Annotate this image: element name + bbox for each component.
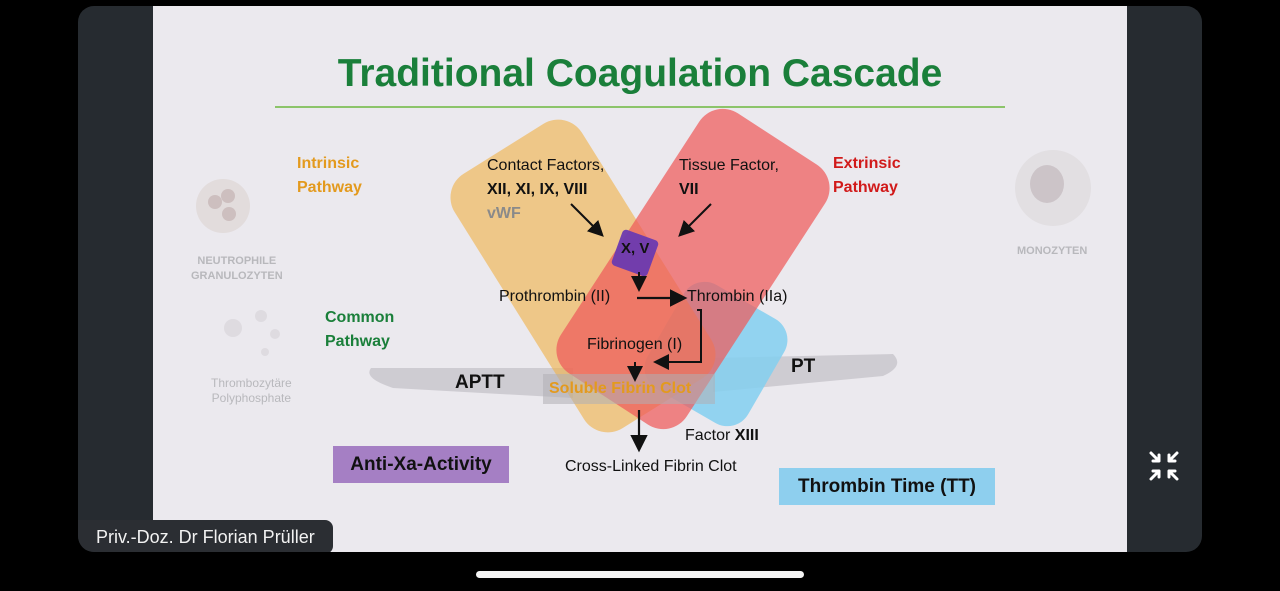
- xv-label: X, V: [621, 240, 650, 257]
- common-pathway-label: Common Pathway: [325, 309, 395, 350]
- contact-factors-label: Contact Factors, XII, XI, IX, VIII vWF: [487, 157, 605, 222]
- thrombin-label: Thrombin (IIa): [687, 288, 788, 305]
- cross-linked-fibrin-clot-label: Cross-Linked Fibrin Clot: [565, 458, 737, 475]
- fibrinogen-label: Fibrinogen (I): [587, 336, 683, 353]
- neutrophil-cell-icon: [196, 179, 250, 233]
- extrinsic-pathway-label: Extrinsic Pathway: [833, 155, 901, 196]
- neutrophile-label: NEUTROPHILE GRANULOZYTEN: [191, 255, 283, 282]
- tissue-factor-label: Tissue Factor, VII: [679, 157, 779, 198]
- platelet-icon: [224, 310, 280, 356]
- prothrombin-label: Prothrombin (II): [499, 288, 611, 305]
- video-screen: Traditional Coagulation Cascade NEUTROPH…: [78, 6, 1202, 552]
- soluble-fibrin-clot-label: Soluble Fibrin Clot: [549, 380, 692, 397]
- thrombozytaere-label: Thrombozytäre Polyphosphate: [211, 376, 292, 405]
- xv-box: [611, 229, 659, 277]
- aptt-label: APTT: [455, 372, 505, 393]
- monozyten-label: MONOZYTEN: [1017, 245, 1088, 257]
- speaker-caption: Priv.-Doz. Dr Florian Prüller: [78, 520, 333, 552]
- cascade-diagram: [369, 108, 898, 453]
- extrinsic-region: [556, 108, 830, 430]
- thrombin-time-box: Thrombin Time (TT): [779, 468, 995, 505]
- aptt-shadow: [369, 368, 573, 398]
- slide-title: Traditional Coagulation Cascade: [337, 52, 943, 95]
- slide: Traditional Coagulation Cascade NEUTROPH…: [153, 6, 1127, 552]
- title-rule: [275, 106, 1005, 108]
- monocyte-cell-icon: [1015, 150, 1091, 226]
- pt-label: PT: [791, 356, 816, 377]
- factor-xiii-label: Factor XIII: [685, 427, 759, 444]
- anti-xa-activity-box: Anti-Xa-Activity: [333, 446, 509, 483]
- collapse-icon[interactable]: [1148, 450, 1180, 482]
- intrinsic-pathway-label: Intrinsic Pathway: [297, 155, 362, 196]
- home-indicator[interactable]: [476, 571, 804, 578]
